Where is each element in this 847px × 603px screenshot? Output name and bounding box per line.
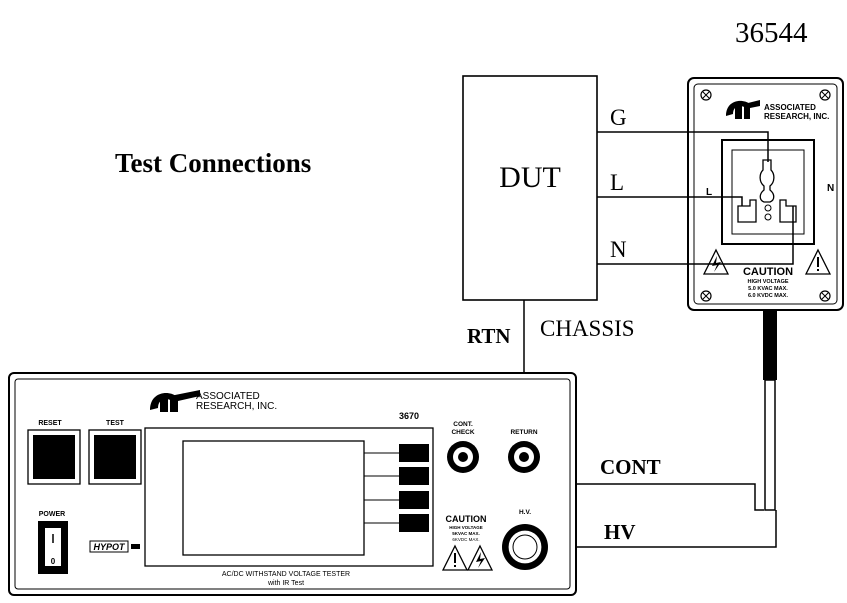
tester-caution-line3: 6KVDC MAX.: [452, 537, 479, 542]
power-label: POWER: [39, 511, 65, 518]
return-jack[interactable]: [508, 441, 540, 473]
tester-caution-title: CAUTION: [446, 514, 487, 524]
screw-icon: [700, 290, 712, 302]
screw-icon: [819, 290, 831, 302]
cont-wire-label: CONT: [600, 455, 661, 479]
hv-wire-label: HV: [604, 520, 636, 544]
rtn-label: RTN: [467, 324, 511, 348]
tester-caution-line1: HIGH VOLTAGE: [449, 525, 483, 530]
chassis-label: CHASSIS: [540, 316, 635, 341]
reset-label: RESET: [38, 420, 62, 427]
reset-button[interactable]: [27, 429, 81, 485]
terminal-l-label: L: [610, 170, 624, 195]
dut-box: DUT: [462, 75, 598, 301]
adapter-caution-line3: 6.0 KVDC MAX.: [748, 293, 789, 299]
power-state-mark: 0: [51, 557, 56, 566]
test-label: TEST: [106, 420, 125, 427]
soft-key-button[interactable]: [399, 514, 429, 532]
cont-check-label-line1: CONT.: [453, 421, 473, 428]
model-number: 3670: [399, 411, 419, 421]
adapter-caution-line1: HIGH VOLTAGE: [747, 279, 788, 285]
screw-icon: [700, 89, 712, 101]
tester-caution-line2: 5KVAC MAX.: [452, 531, 479, 536]
warning-exclamation-icon: [804, 248, 832, 275]
cont-check-label-line2: CHECK: [451, 429, 474, 436]
tester-description-line1: AC/DC WITHSTAND VOLTAGE TESTER: [222, 571, 350, 578]
tester-brand-line2: RESEARCH, INC.: [196, 401, 277, 412]
ar-logo-icon: [726, 100, 760, 119]
ar-logo-icon: [150, 390, 200, 412]
adapter-left-mark: L: [706, 187, 712, 198]
hypot-logo: HYPOT: [89, 540, 140, 553]
soft-key-button[interactable]: [399, 467, 429, 485]
display-screen: [182, 440, 365, 556]
power-switch[interactable]: [38, 521, 68, 574]
hipot-tester: ASSOCIATED RESEARCH, INC. 3670 RESET TES…: [8, 372, 577, 596]
adapter-brand-line2: RESEARCH, INC.: [764, 112, 829, 121]
adapter-brand-line1: ASSOCIATED: [764, 103, 816, 112]
adapter-caution-line2: 5.0 KVAC MAX.: [748, 286, 788, 292]
adapter-cord: [763, 310, 777, 511]
high-voltage-warning-icon: [466, 544, 494, 571]
outlet-socket-icon: [737, 159, 797, 223]
diagram-title: Test Connections: [115, 148, 311, 178]
display-soft-keys: [364, 452, 399, 524]
hv-label: H.V.: [519, 509, 531, 516]
terminal-n-label: N: [610, 237, 627, 262]
tester-brand-line1: ASSOCIATED: [196, 391, 260, 402]
hypot-logo-text: HYPOT: [93, 542, 126, 552]
hv-output-jack[interactable]: [502, 524, 548, 570]
tester-description-line2: with IR Test: [267, 580, 304, 587]
warning-exclamation-icon: [441, 544, 469, 571]
terminal-g-label: G: [610, 105, 627, 130]
adapter-right-mark: N: [827, 183, 834, 194]
cont-check-jack[interactable]: [447, 441, 479, 473]
soft-key-button[interactable]: [399, 444, 429, 462]
soft-key-button[interactable]: [399, 491, 429, 509]
document-number: 36544: [735, 17, 808, 49]
screw-icon: [819, 89, 831, 101]
outlet-adapter-box: ASSOCIATED RESEARCH, INC. L N CAUTION HI…: [687, 77, 844, 311]
test-button[interactable]: [88, 429, 142, 485]
adapter-caution-title: CAUTION: [743, 266, 793, 278]
return-label: RETURN: [510, 429, 537, 436]
dut-label: DUT: [499, 161, 561, 194]
